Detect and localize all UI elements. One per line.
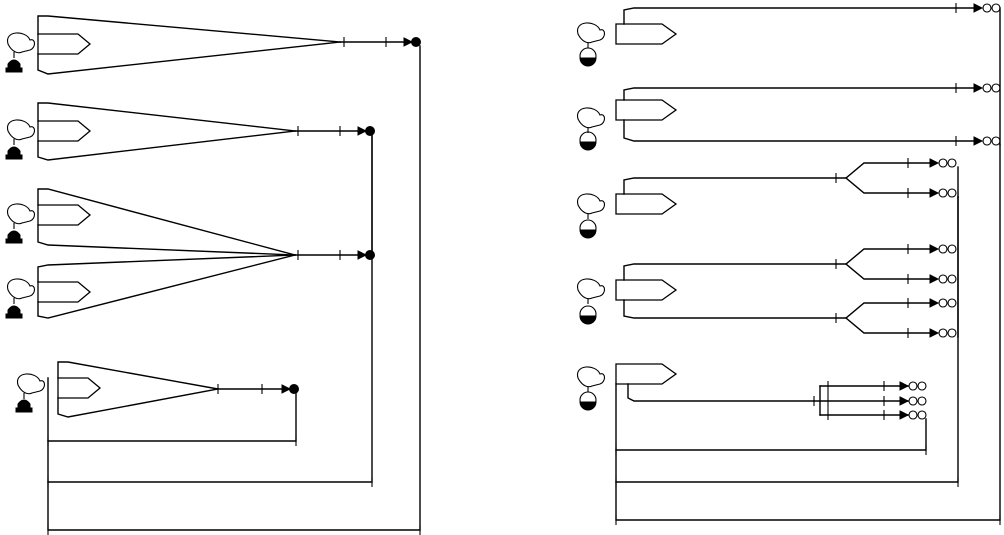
pentagon-block [615,279,678,301]
terminal-double-circle [908,381,927,391]
left-unit-2 [5,102,375,161]
source-symbol [577,278,606,325]
terminal-double-circle [982,136,1001,146]
terminal-blob [411,37,421,47]
right-unit-5 [577,363,927,420]
left-unit-5 [15,361,299,418]
left-unit-4 [5,250,375,319]
terminal-double-circle [938,188,957,198]
left-unit-3 [5,188,296,256]
source-symbol [577,22,606,67]
terminal-double-circle [938,274,957,284]
right-unit-4 [577,244,957,338]
pentagon-block [37,33,92,55]
right-panel [577,3,1001,525]
return-loops [47,45,421,535]
pentagon-block [615,99,678,121]
pentagon-block [615,23,678,45]
pentagon-block [615,193,678,215]
terminal-double-circle [908,410,927,420]
terminal-double-circle [908,396,927,406]
source-symbol [5,278,36,319]
pentagon-block [57,377,102,399]
terminal-double-circle [982,3,1001,13]
source-symbol [15,373,46,413]
terminal-blob [365,250,375,260]
terminal-double-circle [982,83,1001,93]
terminal-double-circle [938,298,957,308]
terminal-double-circle [938,244,957,254]
pentagon-block [615,363,678,385]
source-symbol [577,366,606,411]
right-unit-2 [577,83,1001,151]
pentagon-block [37,204,92,226]
terminal-blob [289,384,299,394]
source-symbol [5,32,36,73]
left-panel [5,15,421,535]
source-symbol [5,119,36,160]
source-symbol [577,193,606,239]
terminal-double-circle [938,158,957,168]
return-loops [615,7,1001,525]
terminal-double-circle [938,328,957,338]
right-unit-3 [577,158,957,239]
source-symbol [5,203,36,244]
source-symbol [577,107,606,151]
left-unit-1 [5,15,421,75]
right-unit-1 [577,3,1001,67]
feed-line [37,15,341,43]
terminal-blob [365,126,375,136]
pentagon-block [37,281,92,303]
pentagon-block [37,120,92,142]
